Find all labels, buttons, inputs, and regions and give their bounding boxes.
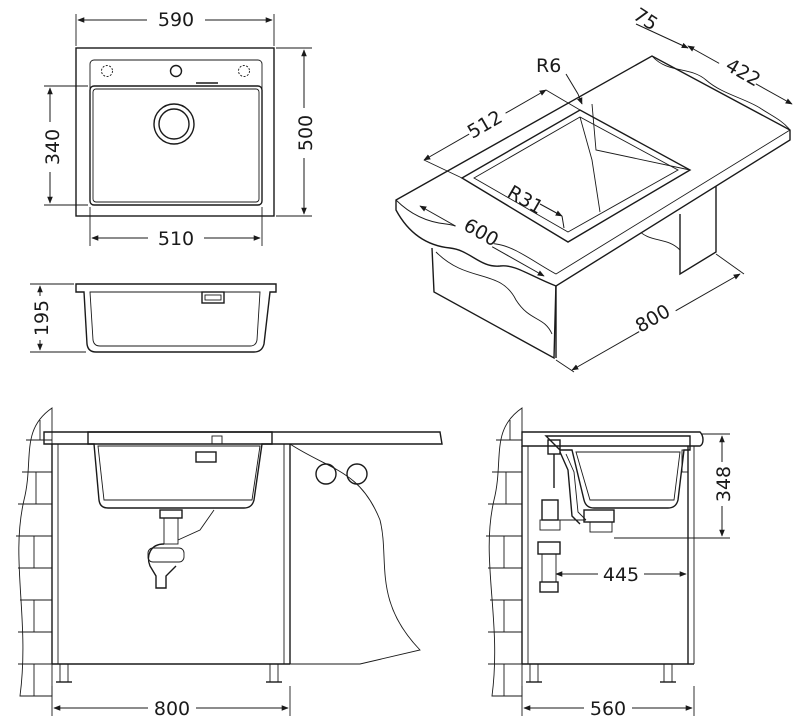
top-view: 590 500 340 510: [40, 7, 317, 250]
dim-bowl-width: 510: [158, 228, 194, 250]
appliance-knob-left-icon: [315, 463, 337, 485]
drain-pipe-icon: [163, 517, 179, 545]
siphon-icon: [147, 543, 177, 589]
drain-outer-icon: [153, 103, 195, 145]
drain-fitting: [159, 509, 183, 519]
front-sink-bowl: [87, 431, 273, 509]
wall-section-right: [488, 407, 523, 697]
bowl-outline-top: [89, 85, 263, 206]
dim-cabinet-depth-side: 560: [590, 698, 626, 720]
side-sink-bowl: [544, 435, 691, 509]
dim-outer-width: 590: [158, 9, 194, 31]
side-leg-left: [529, 663, 539, 683]
side-drain-pipe: [541, 553, 557, 583]
perspective-view: 75 R6 422 512 R31 600 800: [395, 4, 793, 373]
tap-hole-right-icon: [238, 65, 250, 77]
adjacent-cabinet: [289, 443, 421, 665]
side-leg-right: [663, 663, 673, 683]
dim-outer-depth: 500: [295, 115, 317, 151]
dim-installation-height: 348: [713, 466, 735, 502]
dim-cabinet-width-front: 800: [154, 698, 190, 720]
appliance-knob-right-icon: [346, 463, 368, 485]
dim-corner-radius: R6: [536, 55, 561, 77]
overflow-hose: [177, 509, 215, 541]
cabinet-leg-right: [269, 663, 279, 683]
sink-outline-top: [75, 47, 275, 217]
drain-inner-icon: [158, 108, 190, 140]
front-overflow: [195, 451, 217, 463]
dim-bowl-depth: 340: [42, 129, 64, 165]
front-tap-icon: [211, 435, 223, 445]
side-siphon-lower: [537, 541, 561, 555]
front-installation-view: 800: [16, 407, 443, 720]
wall-section-left: [18, 407, 53, 697]
side-siphon-upper: [541, 499, 559, 521]
sink-rim-top: [89, 59, 263, 206]
side-drain-fitting: [583, 509, 615, 523]
tap-hole-left-icon: [101, 65, 113, 77]
side-countertop: [521, 431, 704, 447]
side-tap-icon: [547, 439, 561, 455]
tap-hole-center-icon: [169, 64, 183, 78]
cabinet-leg-left: [59, 663, 69, 683]
dim-drain-offset: 445: [603, 564, 639, 586]
side-profile-view: 195: [29, 283, 277, 353]
front-countertop: [43, 431, 443, 445]
bowl-profile: [75, 283, 277, 353]
dim-edge-offset: 75: [629, 4, 661, 36]
dim-bowl-height: 195: [31, 300, 53, 336]
side-installation-view: 348 445 560: [486, 407, 735, 720]
overflow-profile: [201, 291, 225, 304]
